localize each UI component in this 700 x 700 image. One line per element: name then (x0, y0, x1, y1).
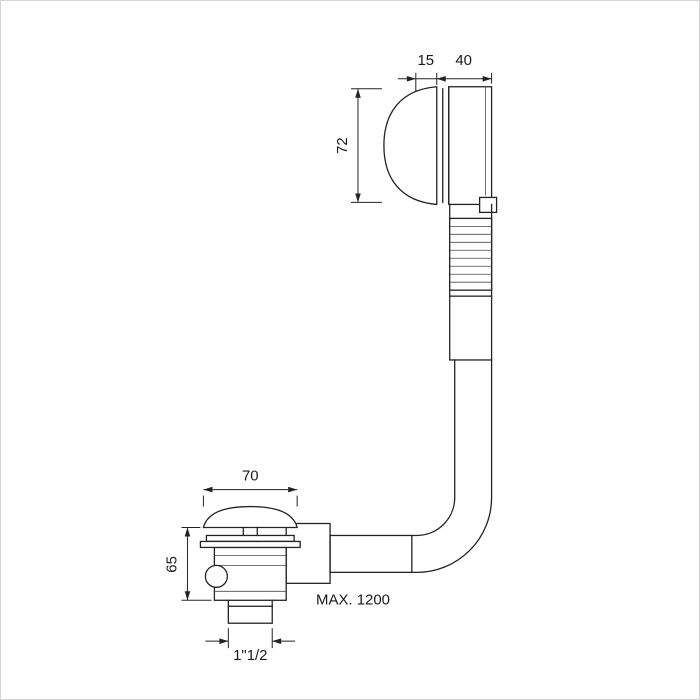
drain-plug-cap (202, 505, 298, 529)
hose-inner-wall (411, 359, 456, 537)
dim-label-72: 72 (334, 137, 351, 154)
overflow-threaded-tube (449, 295, 493, 361)
arrowhead (272, 638, 282, 644)
overflow-body (448, 86, 493, 206)
dim-label-15: 15 (417, 52, 434, 69)
dim-overflow-height: 72 (334, 88, 382, 203)
overflow-outlet-step (478, 196, 498, 214)
dim-drain-cap: 70 (202, 468, 298, 507)
dim-overflow-top: 15 40 (397, 52, 493, 92)
arrowhead (436, 75, 446, 82)
dim-label-tail: 1"1/2 (233, 647, 267, 664)
drain-locknut (285, 522, 331, 584)
dim-label-70: 70 (242, 468, 259, 485)
max-length-label: MAX. 1200 (316, 591, 390, 608)
arrowhead (219, 638, 229, 644)
dim-tail-thread: 1"1/2 (205, 628, 296, 664)
drain-assembly (199, 505, 413, 624)
arrowhead (203, 486, 213, 493)
arrowhead (482, 75, 492, 82)
dim-label-40: 40 (455, 52, 472, 69)
overflow-dome-cap (383, 86, 438, 206)
tailpiece-thread (227, 605, 273, 624)
arrowhead (355, 193, 361, 203)
arrowhead (184, 591, 191, 601)
drain-pivot-ball (204, 564, 228, 588)
arrowhead (184, 527, 191, 537)
drain-side-thread (329, 534, 413, 574)
drain-flange-lower (199, 540, 301, 549)
arrowhead (288, 486, 298, 493)
dim-drain-height: 65 (163, 526, 212, 601)
arrowhead (406, 75, 416, 82)
hose-outer-wall (411, 359, 493, 574)
flexible-hose (411, 359, 493, 574)
drain-flange-upper (205, 534, 295, 543)
arrowhead (355, 88, 361, 98)
dim-label-65: 65 (163, 556, 180, 573)
overflow-compression-nut (449, 217, 493, 291)
overflow-assembly (383, 86, 498, 361)
